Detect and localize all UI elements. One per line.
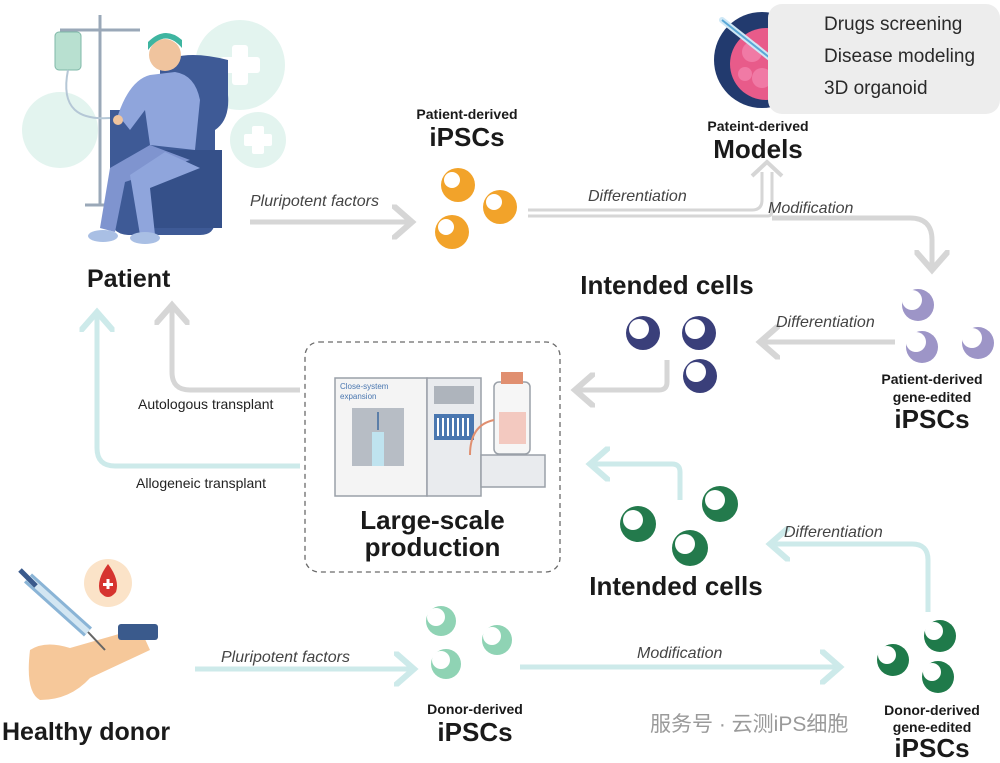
donor-edited-ipsc-cells-icon <box>877 620 956 693</box>
application-item: Disease modeling <box>824 46 976 67</box>
autologous-transplant-label: Autologous transplant <box>138 396 274 412</box>
bioreactor-machine-icon <box>334 372 546 497</box>
donor-edited-label-line2: gene-edited <box>892 719 972 735</box>
donor-ipsc-label-line2: iPSCs <box>437 717 513 747</box>
models-label-line2: Models <box>713 134 803 164</box>
intended-cells-patient-icon <box>626 316 717 393</box>
healthy-donor-label: Healthy donor <box>2 718 171 746</box>
allogeneic-transplant-label: Allogeneic transplant <box>136 475 266 491</box>
patient-edited-label-line1: Patient-derived <box>881 371 983 387</box>
intended-cells-bottom-label: Intended cells <box>589 571 763 601</box>
production-label-line1: Large-scale <box>360 505 505 535</box>
differentiation-donor-label: Differentiation <box>784 524 883 541</box>
machine-text-line2: expansion <box>340 392 377 401</box>
production-label-line2: production <box>364 532 501 562</box>
intended-cells-donor-icon <box>620 486 738 566</box>
patient-ipsc-cells-icon <box>435 168 517 249</box>
modification-top-label: Modification <box>768 200 854 217</box>
intended-cells-top-label: Intended cells <box>580 270 754 300</box>
donor-ipsc-cells-icon <box>426 606 512 679</box>
patient-edited-label-line2: gene-edited <box>892 389 972 405</box>
patient-edited-label-line3: iPSCs <box>894 404 970 434</box>
application-item: Drugs screening <box>824 14 963 35</box>
pluripotent-factors-top-label: Pluripotent factors <box>250 193 379 210</box>
donor-ipsc-label-line1: Donor-derived <box>427 701 523 717</box>
machine-text-line1: Close-system <box>340 382 389 391</box>
modification-bottom-label: Modification <box>637 645 723 662</box>
differentiation-patient-label: Differentiation <box>776 314 875 331</box>
donor-edited-label-line1: Donor-derived <box>884 702 980 718</box>
production-box <box>304 341 561 573</box>
patient-edited-ipsc-cells-icon <box>902 289 994 363</box>
application-item: 3D organoid <box>824 78 928 99</box>
patient-ipsc-label-line2: iPSCs <box>429 122 505 152</box>
differentiation-models-label: Differentiation <box>588 188 687 205</box>
pluripotent-factors-bottom-label: Pluripotent factors <box>221 649 350 666</box>
patient-label: Patient <box>87 265 171 293</box>
patient-ipsc-label-line1: Patient-derived <box>416 106 518 122</box>
patient-illustration-icon <box>54 15 229 244</box>
healthy-donor-illustration-icon <box>18 559 158 700</box>
donor-edited-label-line3: iPSCs <box>894 733 970 763</box>
models-label-line1: Pateint-derived <box>707 118 809 134</box>
applications-panel: Drugs screening Disease modeling 3D orga… <box>768 4 1000 114</box>
watermark: 服务号 · 云测iPS细胞 <box>650 713 849 736</box>
